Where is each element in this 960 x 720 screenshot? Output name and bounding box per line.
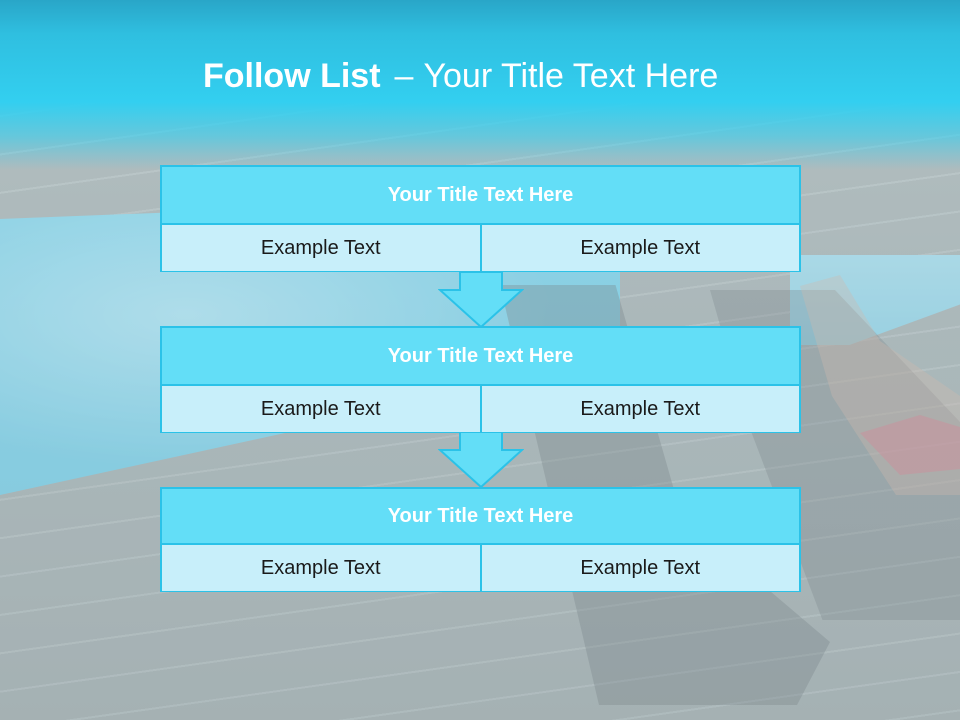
down-arrow-icon bbox=[438, 432, 524, 488]
step-row: Example Text Example Text bbox=[162, 225, 799, 271]
step-cell-right: Example Text bbox=[479, 386, 799, 432]
step-title: Your Title Text Here bbox=[162, 489, 799, 545]
step-card: Your Title Text Here Example Text Exampl… bbox=[160, 326, 801, 433]
slide-title-separator: – bbox=[394, 57, 414, 95]
step-cell-right: Example Text bbox=[479, 225, 799, 271]
step-cell-left: Example Text bbox=[162, 386, 480, 432]
slide-title-bold: Follow List bbox=[203, 57, 381, 95]
slide-title: Follow List–Your Title Text Here bbox=[203, 52, 718, 100]
step-row: Example Text Example Text bbox=[162, 386, 799, 432]
step-title: Your Title Text Here bbox=[162, 328, 799, 386]
slide-title-text: Your Title Text Here bbox=[423, 57, 719, 95]
step-cell-right: Example Text bbox=[479, 545, 799, 591]
step-cell-left: Example Text bbox=[162, 225, 480, 271]
step-card: Your Title Text Here Example Text Exampl… bbox=[160, 165, 801, 272]
step-card: Your Title Text Here Example Text Exampl… bbox=[160, 487, 801, 592]
down-arrow-icon bbox=[438, 272, 524, 328]
step-title: Your Title Text Here bbox=[162, 167, 799, 225]
step-cell-left: Example Text bbox=[162, 545, 480, 591]
header-band bbox=[0, 0, 960, 170]
step-row: Example Text Example Text bbox=[162, 545, 799, 591]
